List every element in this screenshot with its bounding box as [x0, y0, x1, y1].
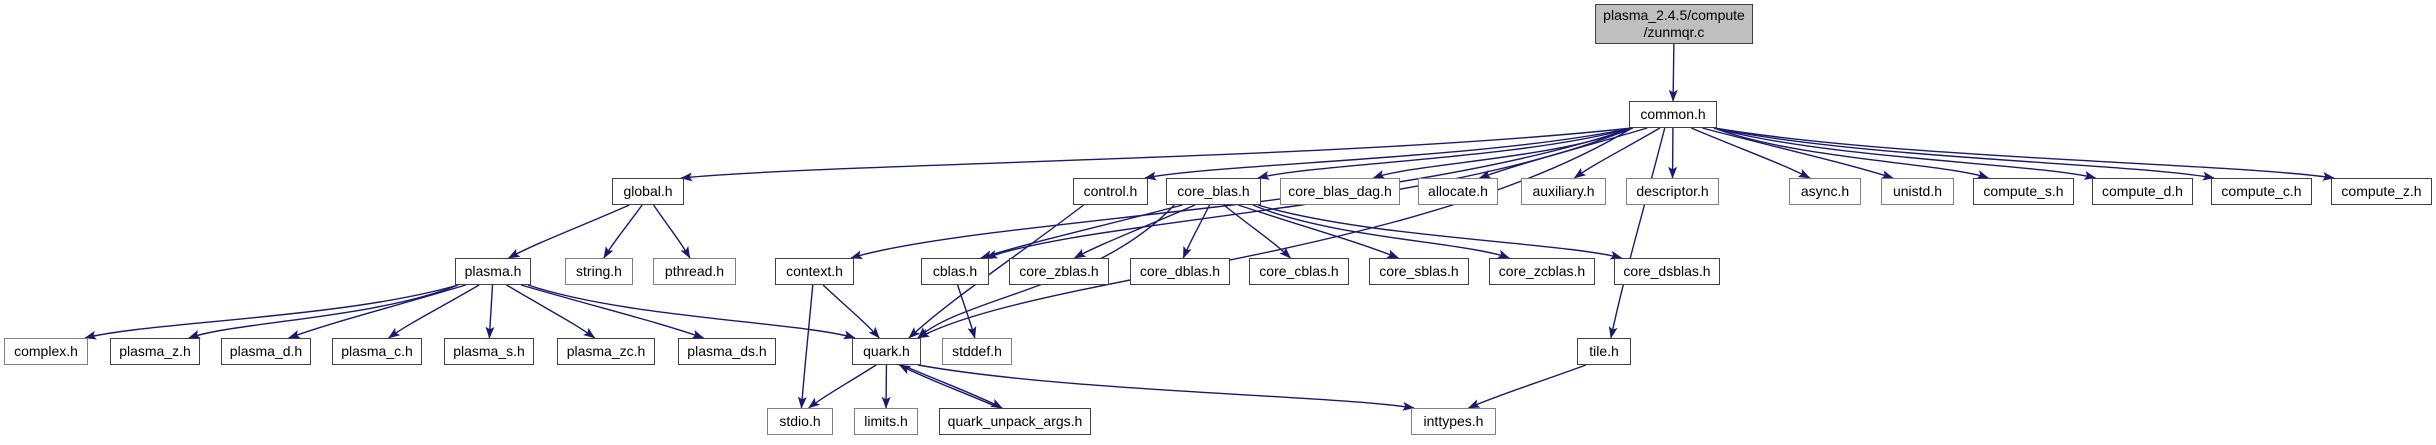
- graph-edge-common-h-to-compute-s-h: [1713, 127, 1990, 179]
- graph-edge-common-h-to-context-h: [850, 127, 1633, 260]
- graph-edge-core-blas-h-to-core-dblas-h: [1182, 204, 1211, 259]
- graph-node-compute-z-h[interactable]: compute_z.h: [2331, 178, 2432, 205]
- graph-edge-common-h-to-cblas-h: [985, 127, 1633, 259]
- graph-edge-root-to-common-h: [1668, 43, 1678, 102]
- graph-edge-common-h-to-compute-c-h: [1713, 127, 2215, 181]
- graph-node-compute-s-h[interactable]: compute_s.h: [1973, 178, 2074, 205]
- graph-node-context-h[interactable]: context.h: [775, 258, 854, 285]
- graph-edge-common-h-to-core-blas-h: [1257, 127, 1633, 180]
- graph-node-pthread-h[interactable]: pthread.h: [653, 258, 736, 285]
- graph-edge-plasma-h-to-plasma-s-h: [485, 284, 495, 339]
- graph-node-plasma-s-h[interactable]: plasma_s.h: [444, 338, 534, 365]
- graph-node-plasma-zc-h[interactable]: plasma_zc.h: [557, 338, 655, 365]
- graph-node-inttypes-h[interactable]: inttypes.h: [1411, 408, 1496, 435]
- graph-edge-core-blas-h-to-core-sblas-h: [1237, 204, 1400, 259]
- graph-edge-context-h-to-stdio-h: [797, 284, 814, 409]
- graph-node-limits-h[interactable]: limits.h: [854, 408, 918, 435]
- graph-node-descriptor-h[interactable]: descriptor.h: [1626, 178, 1719, 205]
- graph-edge-quark-h-to-stdio-h: [808, 364, 877, 409]
- graph-edge-plasma-h-to-quark-h: [527, 284, 856, 340]
- graph-edge-common-h-to-tile-h: [1608, 127, 1666, 339]
- graph-edge-core-blas-h-to-quark-h: [917, 204, 1175, 339]
- graph-edge-common-h-to-quark-h: [917, 127, 1633, 339]
- graph-node-cblas-h[interactable]: cblas.h: [921, 258, 989, 285]
- graph-node-plasma-d-h[interactable]: plasma_d.h: [221, 338, 311, 365]
- graph-node-core-sblas-h[interactable]: core_sblas.h: [1369, 258, 1469, 285]
- graph-edge-plasma-h-to-complex-h: [84, 284, 459, 340]
- graph-node-control-h[interactable]: control.h: [1073, 178, 1148, 205]
- graph-edge-global-h-to-string-h: [603, 204, 643, 259]
- graph-node-complex-h[interactable]: complex.h: [4, 338, 88, 365]
- graph-node-string-h[interactable]: string.h: [565, 258, 633, 285]
- graph-edge-common-h-to-global-h: [680, 127, 1633, 182]
- graph-node-allocate-h[interactable]: allocate.h: [1418, 178, 1498, 205]
- graph-node-plasma-ds-h[interactable]: plasma_ds.h: [678, 338, 776, 365]
- graph-edge-common-h-to-compute-z-h: [1713, 127, 2335, 181]
- graph-node-core-zblas-h[interactable]: core_zblas.h: [1009, 258, 1109, 285]
- graph-edge-common-h-to-auxiliary-h: [1573, 127, 1661, 179]
- graph-node-plasma-h[interactable]: plasma.h: [455, 258, 531, 285]
- graph-edge-global-h-to-plasma-h: [507, 204, 630, 259]
- graph-edge-core-blas-h-to-core-cblas-h: [1223, 204, 1291, 259]
- graph-node-plasma-z-h[interactable]: plasma_z.h: [110, 338, 200, 365]
- graph-edge-core-blas-h-to-core-zcblas-h: [1252, 204, 1510, 259]
- graph-edge-quark-h-to-quark-unpack-args-h: [901, 364, 1003, 409]
- edge-paths: [84, 43, 2335, 411]
- graph-edge-plasma-h-to-plasma-ds-h: [520, 284, 705, 339]
- graph-node-core-blas-dag-h[interactable]: core_blas_dag.h: [1280, 178, 1400, 205]
- graph-edge-global-h-to-pthread-h: [653, 204, 691, 259]
- graph-edge-core-blas-h-to-core-dsblas-h: [1257, 204, 1623, 260]
- graph-node-compute-d-h[interactable]: compute_d.h: [2092, 178, 2193, 205]
- graph-edge-cblas-h-to-stddef-h: [956, 284, 977, 339]
- graph-edge-common-h-to-async-h: [1690, 127, 1811, 179]
- graph-node-plasma-c-h[interactable]: plasma_c.h: [332, 338, 422, 365]
- graph-edge-plasma-h-to-plasma-c-h: [388, 284, 480, 339]
- graph-node-quark-unpack-args-h[interactable]: quark_unpack_args.h: [939, 408, 1091, 435]
- graph-node-common-h[interactable]: common.h: [1629, 101, 1717, 128]
- graph-edge-core-blas-h-to-cblas-h: [980, 204, 1183, 259]
- graph-edge-plasma-h-to-plasma-zc-h: [506, 284, 596, 339]
- graph-node-compute-c-h[interactable]: compute_c.h: [2211, 178, 2312, 205]
- graph-node-async-h[interactable]: async.h: [1789, 178, 1861, 205]
- graph-edge-plasma-h-to-plasma-d-h: [288, 284, 466, 339]
- graph-edge-plasma-h-to-plasma-z-h: [188, 284, 459, 339]
- graph-node-core-cblas-h[interactable]: core_cblas.h: [1249, 258, 1349, 285]
- graph-node-stddef-h[interactable]: stddef.h: [942, 338, 1012, 365]
- graph-node-core-zcblas-h[interactable]: core_zcblas.h: [1489, 258, 1595, 285]
- graph-edge-core-blas-h-to-core-zblas-h: [1073, 204, 1196, 259]
- graph-node-auxiliary-h[interactable]: auxiliary.h: [1521, 178, 1606, 205]
- graph-node-tile-h[interactable]: tile.h: [1577, 338, 1631, 365]
- graph-node-unistd-h[interactable]: unistd.h: [1881, 178, 1954, 205]
- graph-node-stdio-h[interactable]: stdio.h: [767, 408, 833, 435]
- graph-node-quark-h[interactable]: quark.h: [852, 338, 921, 365]
- graph-node-core-blas-h[interactable]: core_blas.h: [1166, 178, 1261, 205]
- graph-node-global-h[interactable]: global.h: [612, 178, 684, 205]
- graph-edge-context-h-to-quark-h: [822, 284, 880, 339]
- graph-edge-common-h-to-unistd-h: [1702, 127, 1894, 179]
- graph-edge-quark-unpack-args-h-to-quark-h: [898, 364, 1000, 409]
- graph-node-core-dsblas-h[interactable]: core_dsblas.h: [1614, 258, 1720, 285]
- graph-edge-common-h-to-allocate-h: [1478, 127, 1648, 179]
- graph-edge-tile-h-to-inttypes-h: [1467, 364, 1587, 409]
- graph-node-root[interactable]: plasma_2.4.5/compute /zunmqr.c: [1595, 4, 1753, 44]
- graph-node-core-dblas-h[interactable]: core_dblas.h: [1130, 258, 1230, 285]
- graph-edge-common-h-to-control-h: [1144, 127, 1633, 181]
- graph-edge-quark-h-to-inttypes-h: [917, 364, 1415, 411]
- graph-edge-common-h-to-compute-d-h: [1713, 127, 2097, 180]
